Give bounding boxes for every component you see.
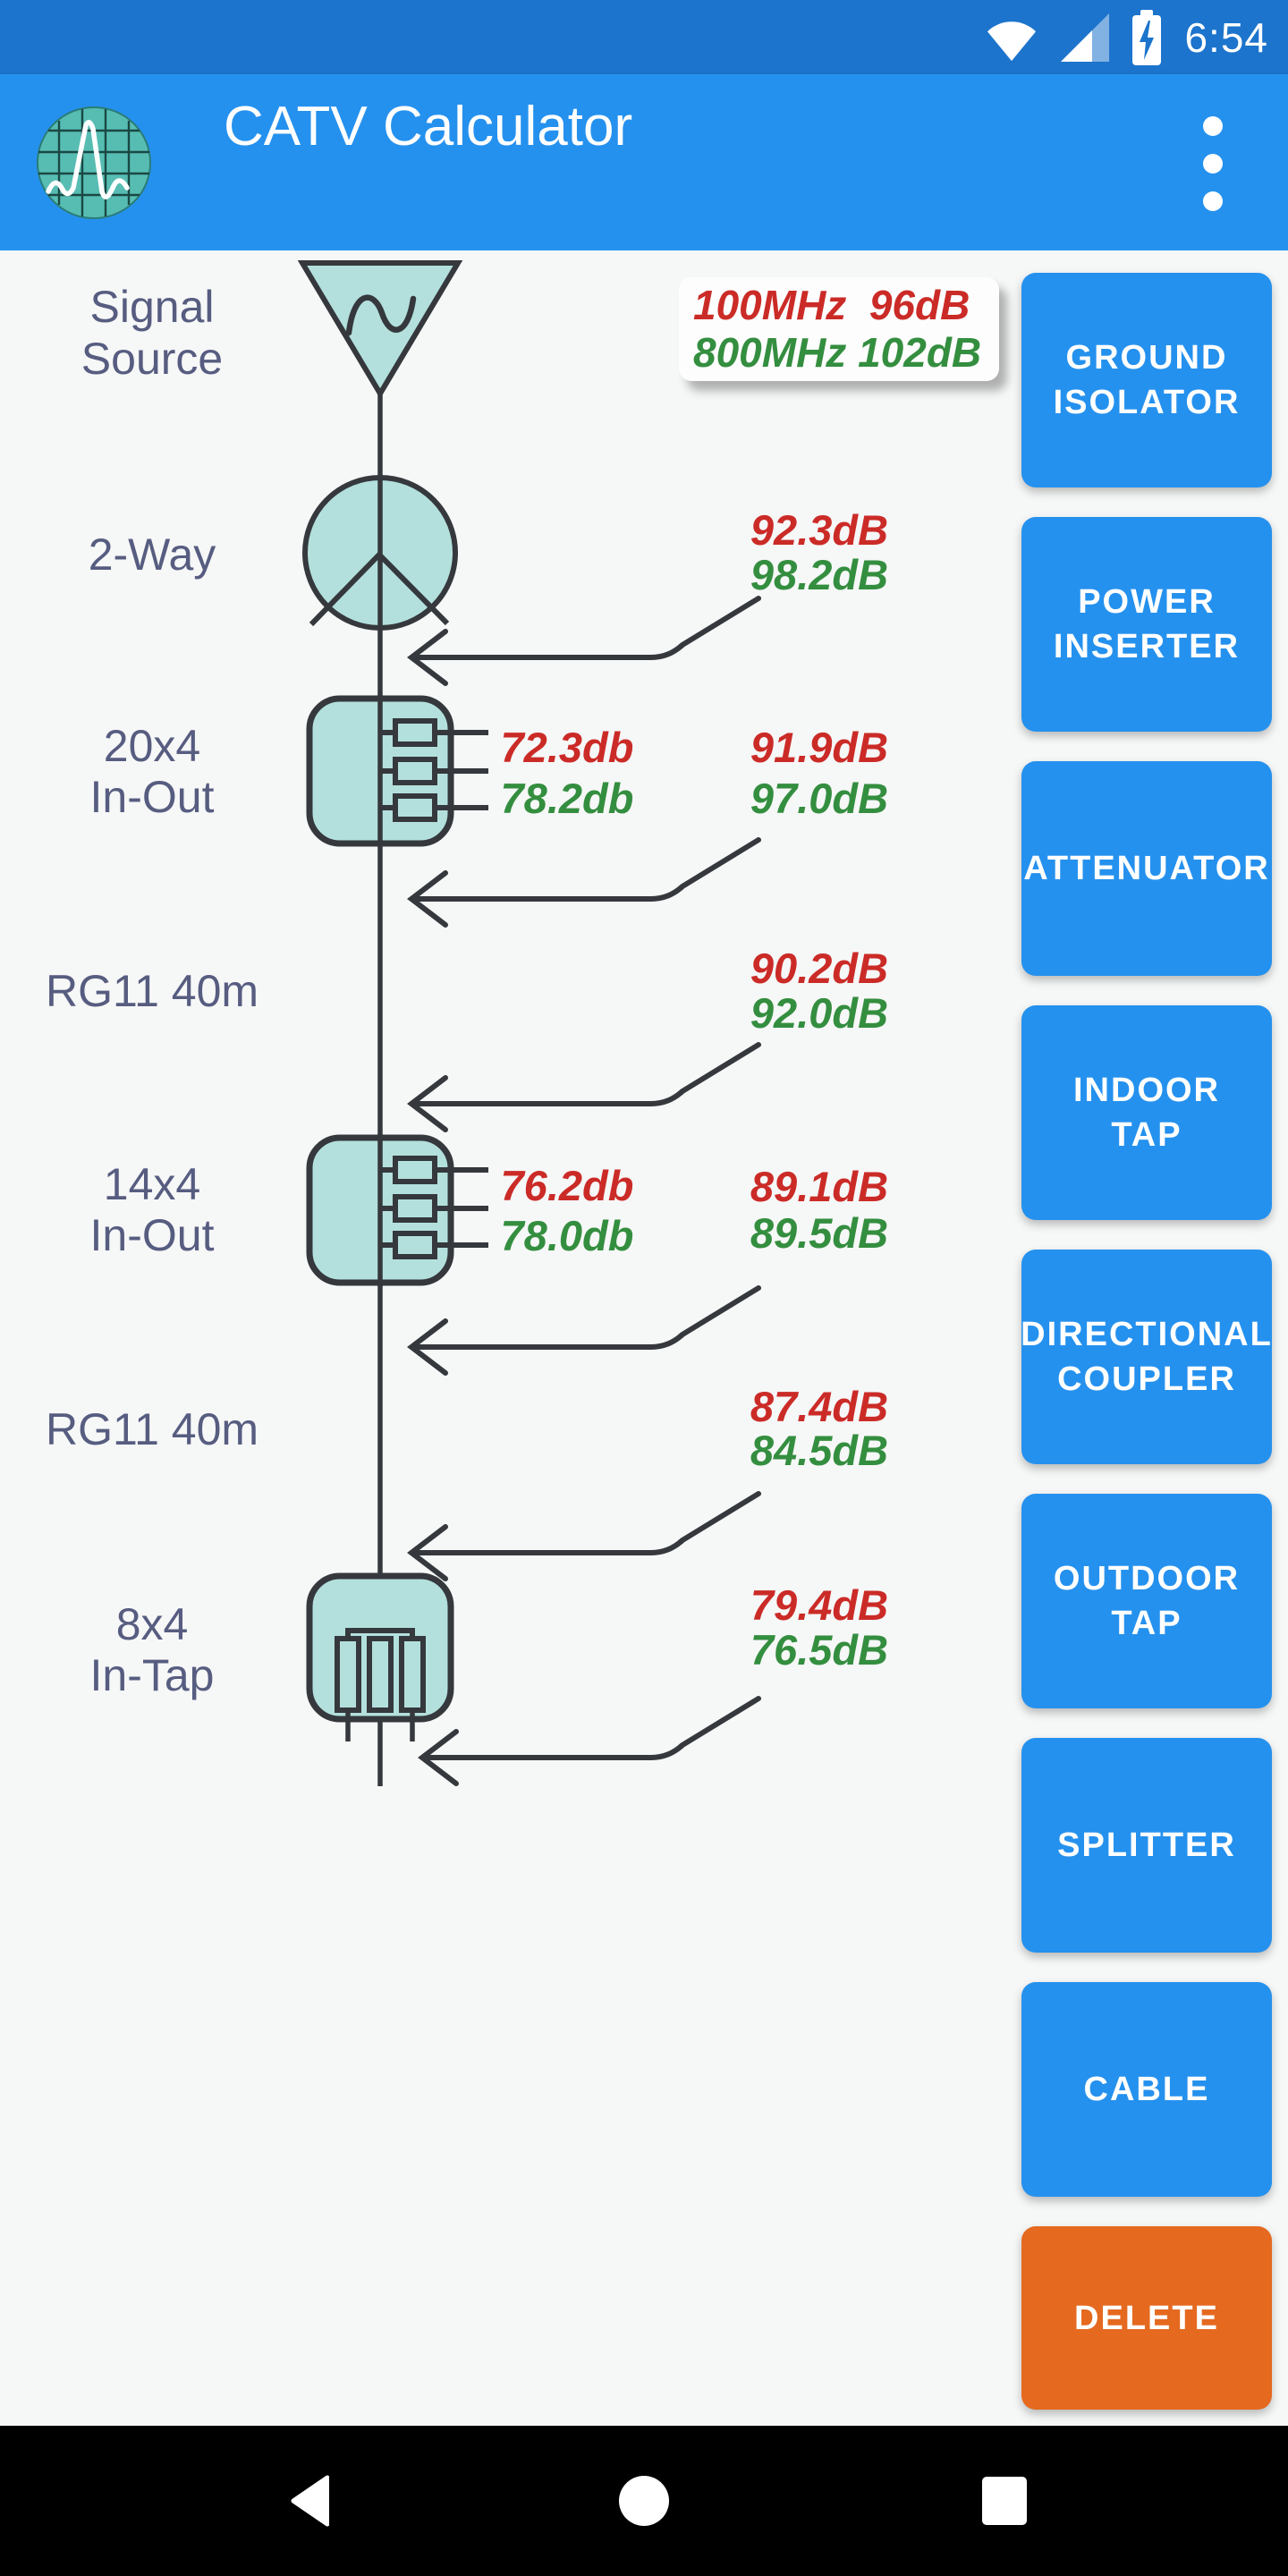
button-label: CABLE <box>1083 2071 1210 2108</box>
navigation-bar <box>0 2426 1288 2576</box>
palette-button-ground-isolator[interactable]: GROUND ISOLATOR <box>1021 273 1272 487</box>
node-label: RG11 40m <box>46 966 258 1016</box>
summary-800mhz: 800MHz 102dB <box>693 329 982 376</box>
button-label: GROUND ISOLATOR <box>1053 339 1241 421</box>
level-100mhz: 92.3dB <box>750 506 888 554</box>
node-label: In-Out <box>90 772 215 822</box>
battery-charging-icon <box>1132 9 1162 65</box>
palette-button-delete[interactable]: DELETE <box>1021 2226 1272 2410</box>
sine-wave-icon <box>345 294 417 336</box>
back-icon <box>291 2475 329 2527</box>
level-100mhz: 76.2db <box>501 1162 634 1209</box>
cellular-signal-icon <box>1061 13 1110 62</box>
level-100mhz: 90.2dB <box>750 945 888 992</box>
node-label: 20x4 <box>104 721 200 771</box>
overflow-menu-button[interactable] <box>1179 112 1247 216</box>
trunk-output-levels: 92.3dB 98.2dB 91.9dB 97.0dB 90.2dB 92.0d… <box>750 506 888 1674</box>
tap-8x4-symbol[interactable] <box>306 1572 454 1741</box>
recents-button[interactable] <box>933 2426 1076 2576</box>
level-800mhz: 98.2dB <box>750 551 888 598</box>
button-label: POWER INSERTER <box>1053 583 1241 665</box>
level-100mhz: 91.9dB <box>750 724 888 771</box>
home-button[interactable] <box>572 2426 716 2576</box>
app-bar: CATV Calculator <box>0 74 1288 250</box>
node-label: In-Tap <box>90 1650 215 1700</box>
palette-button-splitter[interactable]: SPLITTER <box>1021 1738 1272 1953</box>
signal-source-symbol[interactable] <box>297 260 463 399</box>
node-label: Signal <box>90 282 215 332</box>
node-label: 2-Way <box>89 530 216 580</box>
status-clock: 6:54 <box>1184 13 1268 61</box>
node-label: 14x4 <box>104 1159 200 1209</box>
status-bar: 6:54 <box>0 0 1288 74</box>
palette-button-power-inserter[interactable]: POWER INSERTER <box>1021 517 1272 732</box>
wifi-icon <box>987 21 1037 61</box>
splitter-2way-symbol[interactable] <box>302 475 458 631</box>
button-label: INDOOR TAP <box>1073 1072 1220 1154</box>
app-title: CATV Calculator <box>224 96 633 157</box>
level-pointer-arrows <box>407 596 761 1786</box>
summary-100mhz: 100MHz 96dB <box>693 282 970 328</box>
palette-button-cable[interactable]: CABLE <box>1021 1982 1272 2197</box>
palette-button-attenuator[interactable]: ATTENUATOR <box>1021 761 1272 976</box>
back-button[interactable] <box>237 2426 380 2576</box>
level-800mhz: 78.2db <box>501 775 634 822</box>
level-100mhz: 72.3db <box>501 724 634 771</box>
network-diagram: Signal Source 2-Way 20x4 In-Out RG11 40m… <box>46 260 888 1786</box>
tap-20x4-symbol[interactable] <box>306 695 488 847</box>
level-800mhz: 89.5dB <box>750 1209 888 1257</box>
button-label: ATTENUATOR <box>1023 850 1270 887</box>
recents-square-icon <box>982 2477 1027 2525</box>
app-logo-icon <box>37 106 151 219</box>
node-label: In-Out <box>90 1210 215 1260</box>
component-labels: Signal Source 2-Way 20x4 In-Out RG11 40m… <box>46 282 258 1700</box>
button-label: SPLITTER <box>1057 1826 1236 1864</box>
level-800mhz: 92.0dB <box>750 989 888 1037</box>
palette-button-outdoor-tap[interactable]: OUTDOOR TAP <box>1021 1494 1272 1708</box>
node-label: RG11 40m <box>46 1404 258 1454</box>
signal-summary-box: 100MHz 96dB 800MHz 102dB <box>679 277 999 381</box>
palette-button-directional-coupler[interactable]: DIRECTIONAL COUPLER <box>1021 1250 1272 1464</box>
level-800mhz: 76.5dB <box>750 1626 888 1674</box>
node-label: Source <box>81 334 223 384</box>
level-100mhz: 89.1dB <box>750 1163 888 1210</box>
tap-port-levels: 72.3db 78.2db 76.2db 78.0db <box>501 724 634 1259</box>
home-circle-icon <box>619 2476 669 2526</box>
level-100mhz: 87.4dB <box>750 1383 888 1430</box>
canvas-area: Signal Source 2-Way 20x4 In-Out RG11 40m… <box>0 250 1288 2426</box>
button-label: OUTDOOR TAP <box>1053 1560 1241 1642</box>
level-100mhz: 79.4dB <box>750 1581 888 1629</box>
button-label: DELETE <box>1074 2299 1219 2337</box>
level-800mhz: 78.0db <box>501 1212 634 1259</box>
level-800mhz: 97.0dB <box>750 775 888 822</box>
tap-14x4-symbol[interactable] <box>306 1134 488 1286</box>
palette-button-indoor-tap[interactable]: INDOOR TAP <box>1021 1005 1272 1220</box>
button-label: DIRECTIONAL COUPLER <box>1021 1316 1273 1398</box>
level-800mhz: 84.5dB <box>750 1427 888 1474</box>
three-dots-icon <box>1203 116 1223 211</box>
node-label: 8x4 <box>116 1599 189 1649</box>
